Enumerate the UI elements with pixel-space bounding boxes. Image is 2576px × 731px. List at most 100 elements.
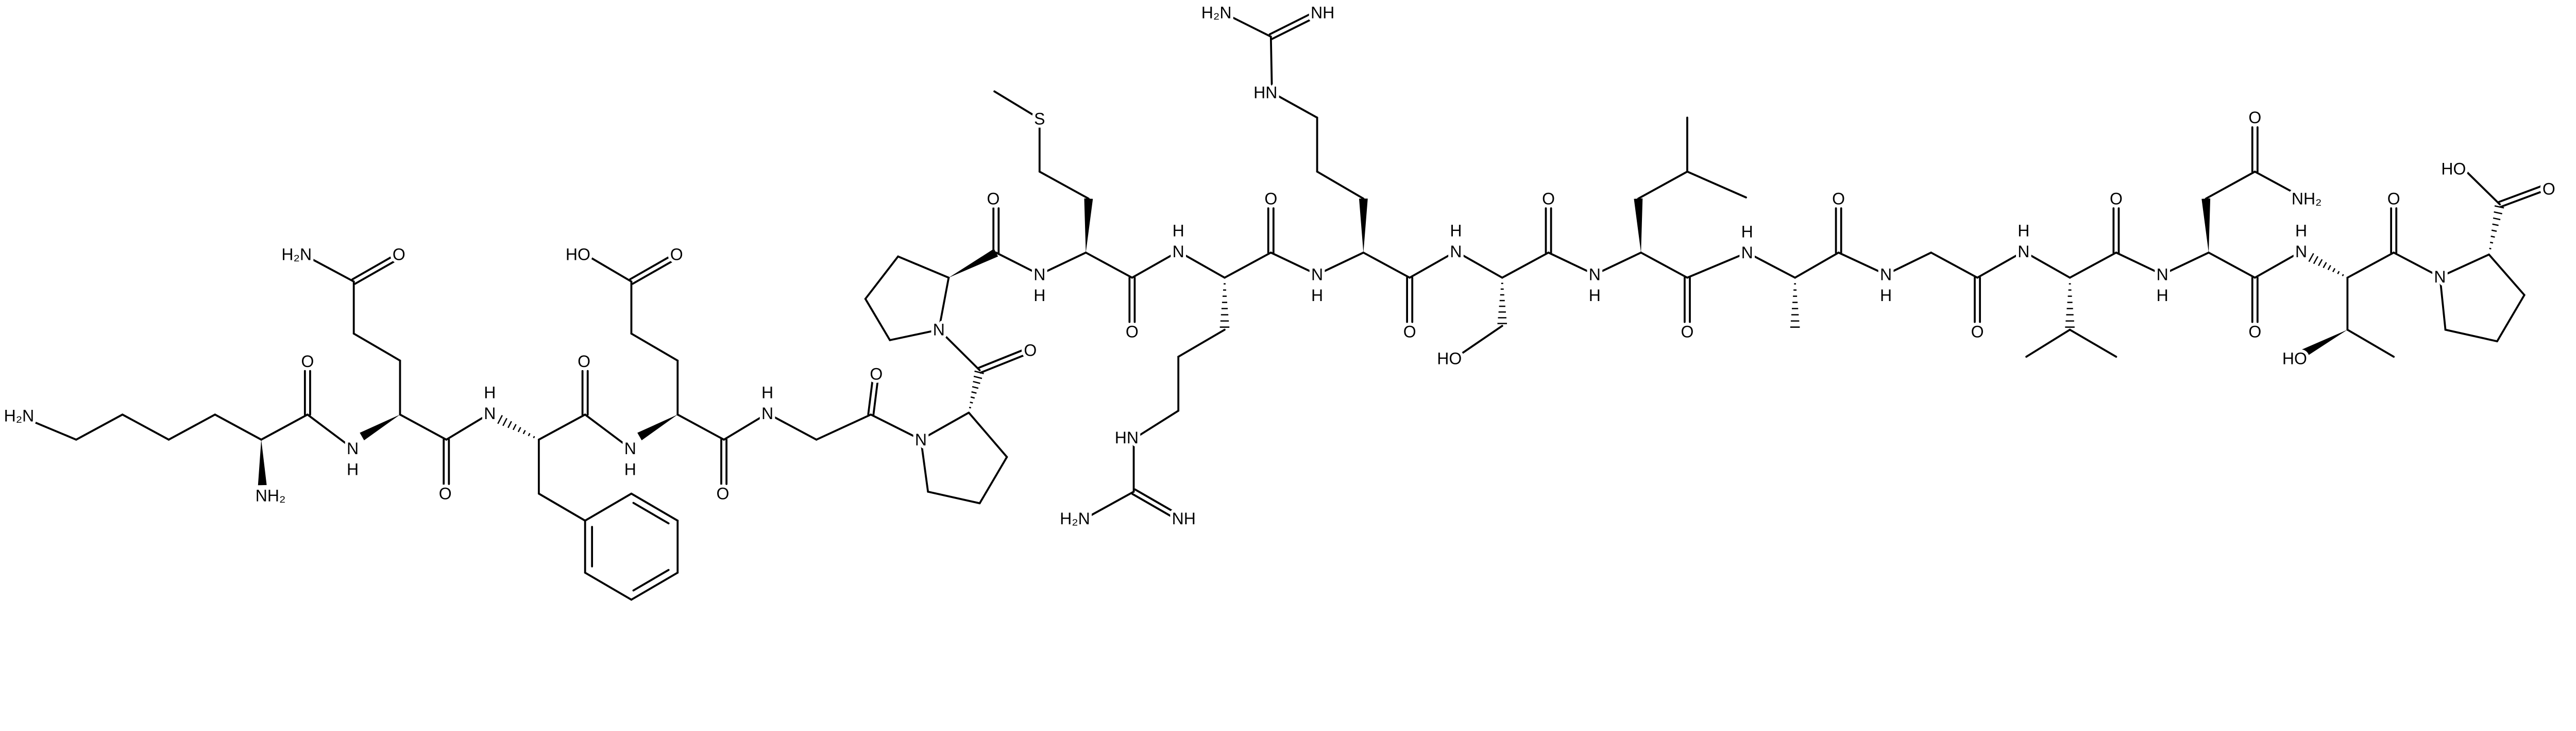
single-bond — [1837, 252, 1887, 276]
single-bond — [1269, 36, 1273, 94]
hash-bond-segment — [497, 414, 503, 424]
atom-label: H — [484, 384, 496, 402]
atom-label: N — [2157, 265, 2168, 284]
single-bond — [766, 412, 818, 441]
atom-label: H₂N — [1201, 4, 1232, 22]
single-bond — [2346, 252, 2395, 279]
single-bond — [1316, 252, 1365, 276]
single-bond — [1132, 409, 1180, 440]
single-bond — [2025, 328, 2071, 358]
single-bond — [1409, 250, 1457, 279]
atom-label: H — [1311, 286, 1323, 305]
atom-label: H — [1033, 286, 1045, 305]
atom-label: N — [2018, 242, 2029, 261]
hash-bond-segment — [2332, 268, 2336, 273]
atom-label: O — [578, 352, 590, 371]
hash-bond-segment — [533, 436, 535, 439]
single-bond — [630, 333, 679, 362]
atom-label: HO — [2441, 160, 2466, 178]
hash-bond-segment — [2489, 241, 2494, 244]
single-bond — [2253, 171, 2302, 198]
atom-label: O — [439, 485, 452, 503]
atom-label: O — [1403, 322, 1416, 341]
atom-label: H — [1880, 286, 1892, 305]
atom-label: O — [301, 352, 314, 371]
hash-bond-segment — [2308, 253, 2314, 262]
aromatic-inner-bond — [632, 502, 670, 525]
atom-label: N — [1033, 265, 1045, 284]
single-bond — [1038, 252, 1087, 276]
single-bond — [920, 411, 970, 441]
atom-label: N — [1741, 243, 1753, 262]
atom-label: O — [2543, 180, 2555, 198]
hash-bond-segment — [528, 433, 531, 437]
hash-bond-segment — [2492, 223, 2499, 226]
double-bond — [1131, 493, 1177, 520]
double-bond — [351, 256, 393, 280]
single-bond — [1269, 252, 1318, 276]
atom-label: H — [761, 384, 773, 402]
atom-label: O — [987, 189, 1000, 208]
atom-label: O — [2387, 189, 2400, 208]
single-bond — [585, 254, 633, 283]
hash-bond-segment — [969, 406, 972, 409]
single-bond — [2393, 252, 2441, 278]
atom-label: H — [2157, 286, 2168, 305]
hash-bond-segment — [2494, 211, 2502, 214]
atom-label: O — [1264, 189, 1277, 208]
single-bond — [630, 492, 679, 522]
single-bond — [445, 412, 491, 441]
double-bond — [2500, 189, 2546, 208]
atom-label: NH₂ — [256, 486, 286, 505]
single-bond — [2022, 250, 2071, 279]
single-bond — [2439, 276, 2447, 331]
single-bond — [1594, 252, 1642, 276]
atom-label: N — [761, 404, 773, 423]
atom-label: HN — [1115, 428, 1139, 447]
single-bond — [968, 411, 1008, 458]
single-bond — [1547, 252, 1596, 276]
double-bond — [1271, 14, 1319, 40]
single-bond — [260, 413, 309, 441]
hash-bond-segment — [512, 424, 517, 430]
single-bond — [920, 438, 929, 493]
atom-label: H₂N — [281, 245, 312, 264]
single-bond — [2444, 328, 2498, 342]
single-bond — [121, 413, 170, 441]
single-bond — [537, 492, 586, 522]
hash-bond-segment — [971, 391, 977, 394]
single-bond — [864, 297, 891, 341]
double-bond — [979, 353, 1027, 374]
atom-label: HO — [566, 245, 590, 264]
single-bond — [723, 412, 769, 441]
wedge-bond — [2300, 329, 2348, 358]
single-bond — [399, 413, 448, 441]
single-bond — [1224, 252, 1272, 279]
atom-label: H — [1450, 221, 1462, 240]
atom-label: NH₂ — [2292, 189, 2322, 208]
single-bond — [2205, 171, 2256, 200]
atom-label: O — [716, 485, 729, 503]
hash-bond-segment — [2342, 274, 2344, 277]
single-bond — [2161, 252, 2210, 276]
single-bond — [1746, 252, 1797, 279]
double-bond — [632, 260, 673, 285]
single-bond — [2253, 250, 2302, 279]
single-bond — [1501, 252, 1550, 279]
single-bond — [18, 414, 77, 441]
double-bond — [1268, 10, 1317, 36]
single-bond — [1177, 250, 1226, 279]
atom-label: O — [2248, 322, 2261, 341]
single-bond — [676, 413, 725, 441]
atom-label: H — [1741, 223, 1753, 241]
hash-bond-segment — [517, 427, 521, 433]
atom-label: N — [915, 430, 927, 449]
wedge-bond — [2201, 198, 2211, 253]
single-bond — [1885, 252, 1933, 276]
hash-bond-segment — [2490, 236, 2495, 238]
atom-label: O — [393, 245, 405, 264]
single-bond — [1083, 490, 1135, 520]
single-bond — [938, 328, 981, 372]
single-bond — [584, 492, 633, 522]
